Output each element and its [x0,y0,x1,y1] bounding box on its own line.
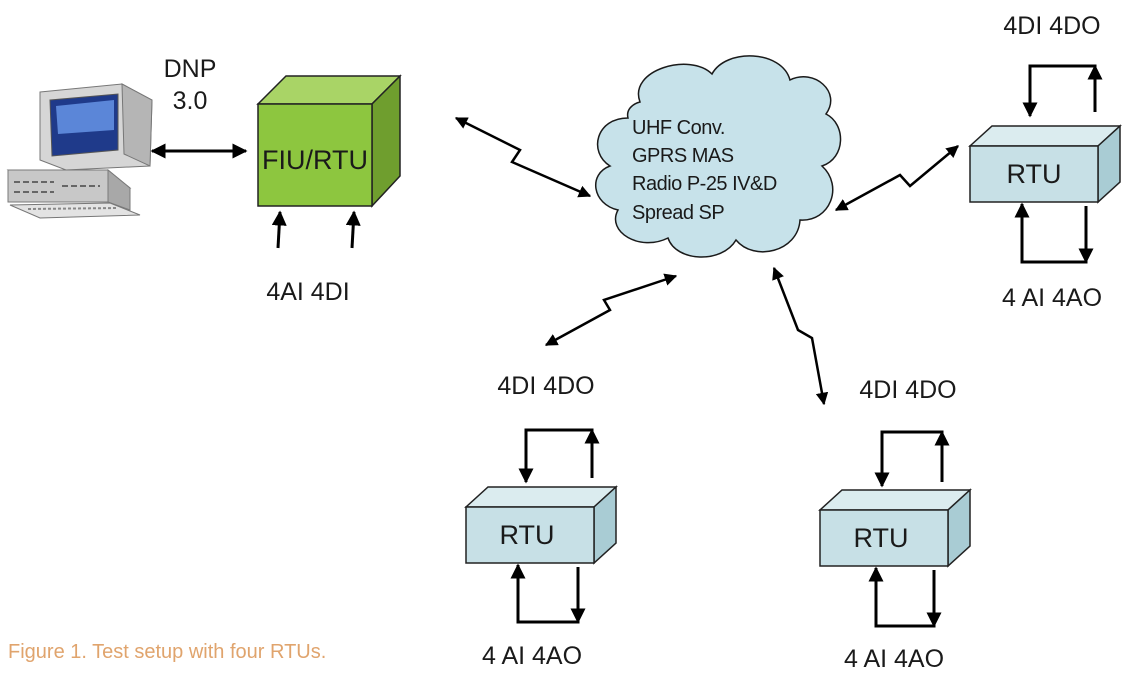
rtu-left-label: RTU [499,520,554,550]
rtu-left-bottom-label: 4 AI 4AO [482,642,582,670]
radio-network-cloud: UHF Conv. GPRS MAS Radio P-25 IV&D Sprea… [594,55,842,258]
cloud-line-1: UHF Conv. [632,117,725,139]
rtu-right-bottom-label: 4 AI 4AO [1002,284,1102,312]
rtu-middle-top-loop [880,430,944,482]
fiu-rtu-box: FIU/RTU [256,74,402,208]
cloud-line-2: GPRS MAS [632,145,734,167]
fiu-label: FIU/RTU [262,145,368,175]
fiu-box-front [257,103,373,207]
fiu-input-arrow-1 [271,210,287,249]
computer-icon [6,83,153,219]
wireless-link-rtu-right [834,145,959,212]
rtu-middle: 4DI 4DO RTU 4 AI 4AO [818,376,972,673]
fiu-inputs-label: 4AI 4DI [266,278,349,306]
rtu-left-box [465,506,595,564]
rtu-right: 4DI 4DO RTU 4 AI 4AO [968,12,1122,312]
rtu-right-label: RTU [1006,159,1061,189]
protocol-label-line2: 3.0 [173,87,208,115]
rtu-left-bottom-loop [516,567,580,624]
rtu-right-box [969,145,1099,203]
protocol-label-line1: DNP [164,55,217,83]
rtu-left: 4DI 4DO RTU 4 AI 4AO [464,372,618,670]
rtu-left-top-label: 4DI 4DO [497,372,594,400]
rtu-right-top-loop [1028,64,1097,112]
rtu-middle-bottom-label: 4 AI 4AO [844,645,944,673]
rtu-middle-box [819,509,949,567]
rtu-right-top-label: 4DI 4DO [1003,12,1100,40]
cloud-line-3: Radio P-25 IV&D [632,173,777,195]
rtu-middle-top-label: 4DI 4DO [859,376,956,404]
figure-caption: Figure 1. Test setup with four RTUs. [8,641,326,663]
wireless-link-fiu [454,116,592,198]
wireless-link-rtu-left [544,273,678,347]
wireless-link-rtu-middle [772,266,829,406]
rtu-left-top-loop [524,428,594,478]
rtu-right-bottom-loop [1020,206,1088,264]
rtu-middle-label: RTU [853,523,908,553]
fiu-input-arrow-2 [345,210,361,249]
cloud-line-4: Spread SP [632,202,724,224]
cloud-shape [594,55,842,258]
rtu-middle-bottom-loop [874,570,936,628]
